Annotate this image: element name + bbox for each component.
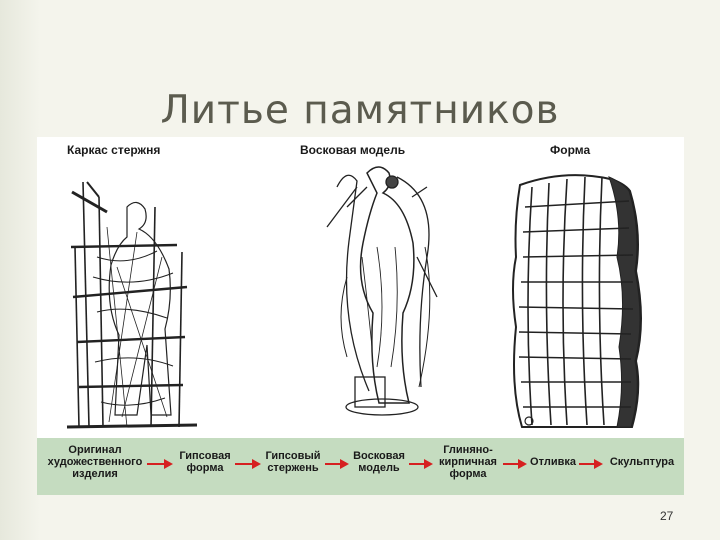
step-sculpture: Скульптура [609, 456, 675, 468]
step-wax-model: Восковая модель [353, 450, 405, 474]
step-plaster-core: Гипсовый стержень [265, 450, 321, 474]
step-clay-brick-mold: Глиняно- кирпичная форма [439, 444, 497, 480]
step-original: Оригинал художественного изделия [47, 444, 143, 480]
label-wax-model: Восковая модель [300, 143, 406, 157]
flow-arrow-1 [147, 459, 173, 469]
flow-arrow-6 [579, 459, 603, 469]
process-drawings [66, 166, 642, 429]
slide-background-accent [0, 0, 40, 540]
flow-arrow-3 [325, 459, 349, 469]
casting-illustration: Каркас стержня Восковая модель Форма [37, 137, 684, 495]
process-flow-strip: Оригинал художественного изделия Гипсова… [37, 438, 684, 495]
page-number: 27 [660, 509, 674, 523]
label-mold: Форма [550, 143, 591, 157]
step-plaster-mold: Гипсовая форма [179, 450, 231, 474]
wax-model-drawing [326, 166, 438, 416]
step-casting: Отливка [530, 456, 576, 468]
label-core-frame: Каркас стержня [67, 143, 161, 157]
core-frame-drawing [66, 181, 198, 429]
flow-arrow-5 [503, 459, 527, 469]
slide-title: Литье памятников [160, 88, 560, 134]
mold-drawing [512, 174, 642, 428]
flow-arrow-4 [409, 459, 433, 469]
flow-arrow-2 [235, 459, 261, 469]
